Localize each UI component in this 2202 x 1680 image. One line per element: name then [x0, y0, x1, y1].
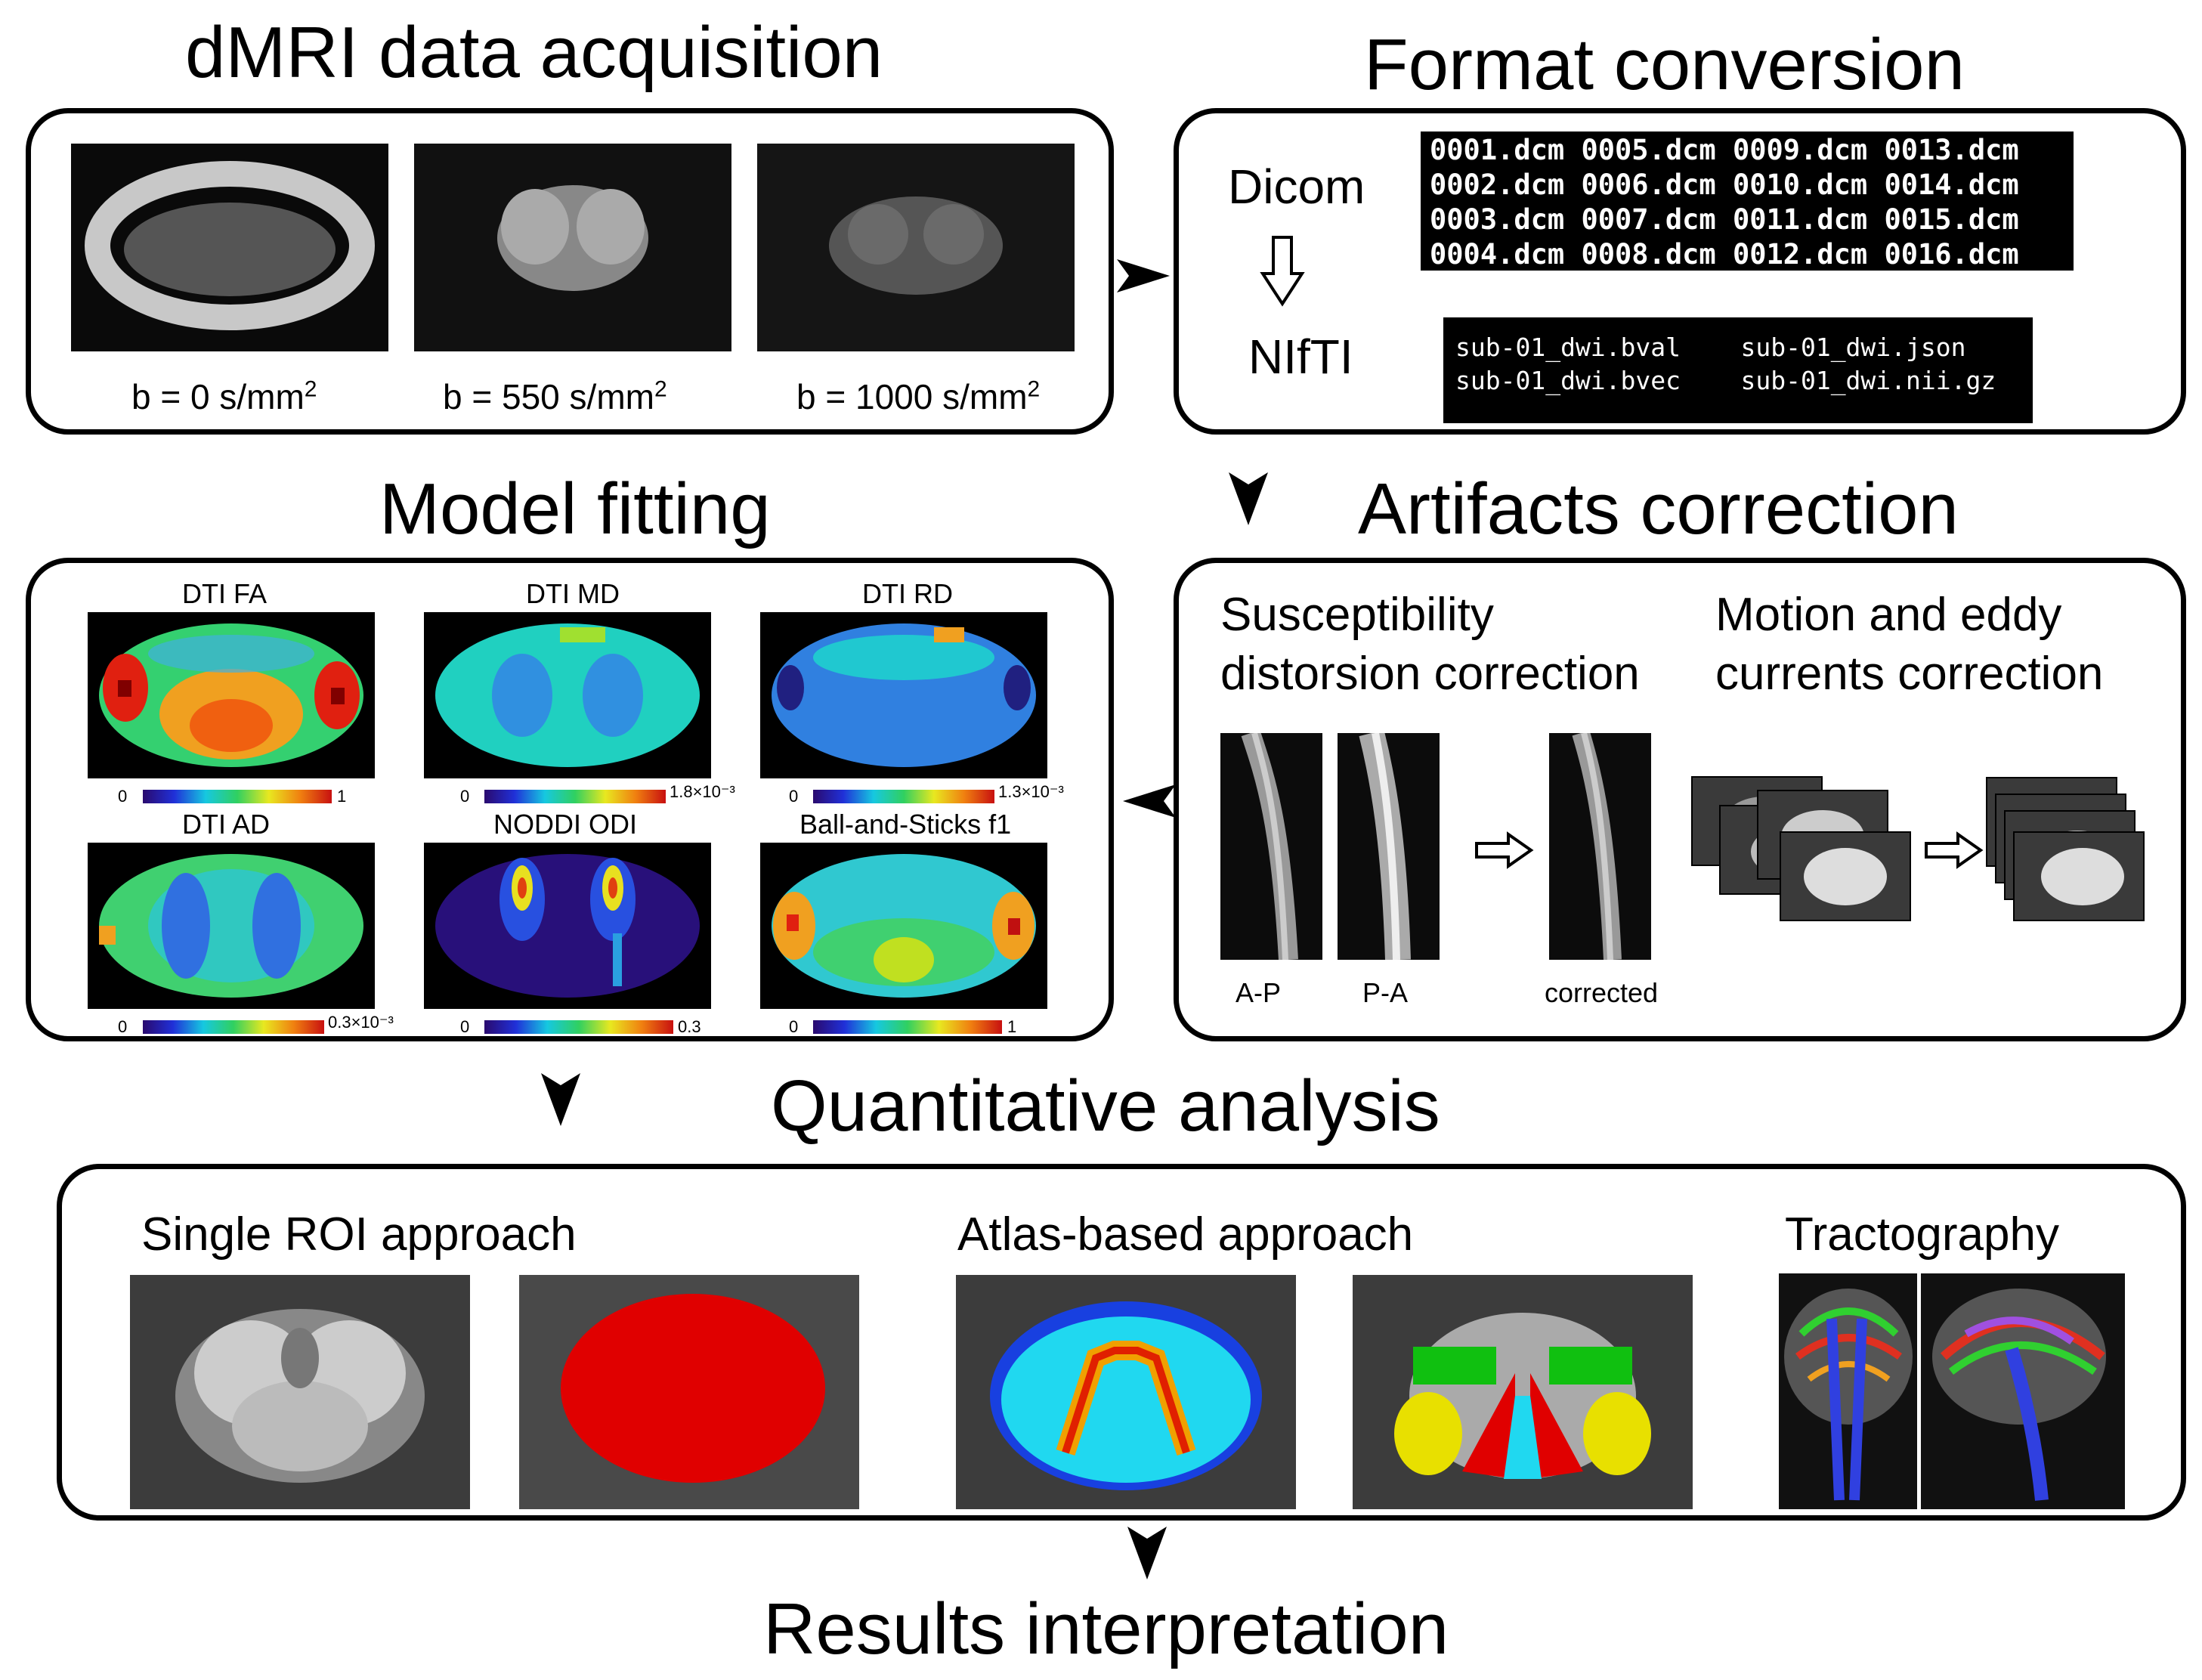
pa-image: [1338, 733, 1440, 960]
artifacts-panel: Susceptibility distorsion correction Mot…: [1174, 558, 2186, 1041]
conversion-panel: Dicom NIfTI 0001.dcm 0005.dcm 0009.dcm 0…: [1174, 108, 2186, 435]
cbar-rd-max: 1.3×10⁻³: [998, 782, 1064, 801]
slices-uncorrected-4: [1780, 831, 1911, 921]
colorbar-fa: [143, 790, 332, 803]
b0-label: b = 0 s/mm2: [131, 376, 317, 416]
map-title-fa: DTI FA: [182, 578, 268, 609]
map-md: [424, 612, 711, 778]
fitting-panel: DTI FA DTI MD DTI RD: [26, 558, 1114, 1041]
map-title-ad: DTI AD: [182, 809, 271, 840]
colorbar-f1: [813, 1020, 1002, 1034]
title-conversion: Format conversion: [1364, 24, 1965, 105]
map-odi: [424, 843, 711, 1009]
b1000-label: b = 1000 s/mm2: [796, 376, 1041, 416]
roi-anatomy-image: [130, 1275, 470, 1509]
map-fa: [88, 612, 375, 778]
corrected-image: [1549, 733, 1651, 960]
tractography-label: Tractography: [1785, 1208, 2059, 1261]
single-roi-label: Single ROI approach: [141, 1208, 577, 1261]
pa-label: P-A: [1362, 977, 1409, 1008]
colorbar-ad: [143, 1020, 324, 1034]
cbar-f1-min: 0: [789, 1017, 799, 1036]
dicom-label: Dicom: [1228, 159, 1365, 214]
arrow-down-icon: [1229, 472, 1268, 525]
atlas-image-1: [956, 1275, 1296, 1509]
dicom-file-list: 0001.dcm 0005.dcm 0009.dcm 0013.dcm 0002…: [1421, 131, 2074, 271]
b0-image: [71, 144, 388, 351]
tractography-image-2: [1921, 1273, 2125, 1509]
cbar-odi-min: 0: [460, 1017, 470, 1036]
cbar-rd-min: 0: [789, 787, 799, 806]
colorbar-odi: [484, 1020, 673, 1034]
b550-image: [414, 144, 731, 351]
quantitative-panel: Single ROI approach Atlas-based approach…: [57, 1164, 2186, 1521]
b1000-image: [757, 144, 1075, 351]
tractography-image-1: [1779, 1273, 1917, 1509]
title-acquisition: dMRI data acquisition: [185, 12, 883, 93]
cbar-f1-max: 1: [1007, 1017, 1017, 1036]
map-title-md: DTI MD: [526, 578, 620, 609]
cbar-md-min: 0: [460, 787, 470, 806]
susceptibility-label: Susceptibility distorsion correction: [1220, 589, 1640, 700]
atlas-label: Atlas-based approach: [957, 1208, 1414, 1261]
atlas-image-2: [1353, 1275, 1693, 1509]
acquisition-panel: b = 0 s/mm2 b = 550 s/mm2 b = 1000 s/mm2: [26, 108, 1114, 435]
b550-label: b = 550 s/mm2: [443, 376, 667, 416]
map-title-f1: Ball-and-Sticks f1: [799, 809, 1012, 840]
arrow-left-icon: [1123, 784, 1176, 818]
motion-label: Motion and eddy currents correction: [1715, 589, 2104, 700]
ap-label: A-P: [1236, 977, 1282, 1008]
slices-corrected-4: [2013, 831, 2145, 921]
arrow-right-icon: [1117, 259, 1170, 292]
arrow-down-icon: [1127, 1527, 1167, 1579]
title-fitting: Model fitting: [379, 469, 771, 549]
title-artifacts: Artifacts correction: [1358, 469, 1959, 549]
right-hollow-arrow-icon: [1925, 831, 1984, 869]
nifti-label: NIfTI: [1248, 330, 1353, 384]
cbar-fa-min: 0: [118, 787, 128, 806]
cbar-ad-min: 0: [118, 1017, 128, 1036]
colorbar-rd: [813, 790, 994, 803]
title-results: Results interpretation: [763, 1589, 1449, 1669]
cbar-odi-max: 0.3: [678, 1017, 701, 1036]
title-quantitative: Quantitative analysis: [771, 1066, 1440, 1146]
arrow-down-icon: [541, 1073, 580, 1126]
colorbar-md: [484, 790, 666, 803]
roi-mask-image: [519, 1275, 859, 1509]
map-title-odi: NODDI ODI: [493, 809, 638, 840]
cbar-ad-max: 0.3×10⁻³: [328, 1013, 394, 1032]
right-hollow-arrow-icon: [1475, 831, 1534, 869]
corrected-label: corrected: [1545, 977, 1659, 1008]
nifti-file-list: sub-01_dwi.bval sub-01_dwi.json sub-01_d…: [1443, 317, 2033, 423]
cbar-md-max: 1.8×10⁻³: [670, 782, 735, 801]
map-ad: [88, 843, 375, 1009]
map-f1: [760, 843, 1047, 1009]
down-arrow-icon: [1260, 236, 1305, 307]
ap-image: [1220, 733, 1322, 960]
map-rd: [760, 612, 1047, 778]
cbar-fa-max: 1: [337, 787, 347, 806]
map-title-rd: DTI RD: [862, 578, 953, 609]
